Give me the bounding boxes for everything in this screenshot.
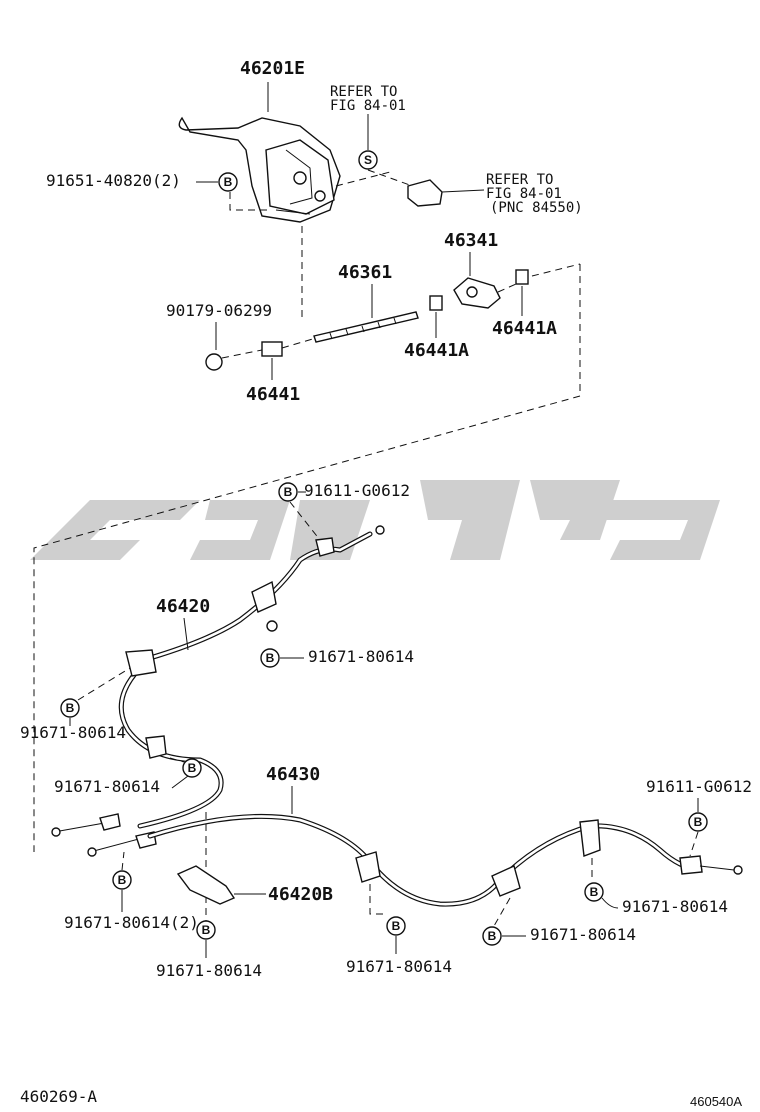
screw-badge: [358, 150, 378, 170]
bolt-badge-letter: B: [224, 175, 233, 189]
part-label: 46341: [444, 230, 498, 251]
part-label: 91671-80614: [156, 961, 262, 980]
refer-label: REFER TO: [486, 172, 553, 188]
refer-label: FIG 84-01: [330, 98, 406, 114]
bolt-badge-letter: B: [392, 919, 401, 933]
bolt-badge-letter: B: [284, 485, 293, 499]
part-label: 46420: [156, 596, 210, 617]
nut: [429, 295, 443, 311]
part-label: 46441A: [404, 340, 469, 361]
front-cable: [118, 525, 385, 829]
part-label: 46441: [246, 384, 300, 405]
nut: [261, 341, 283, 357]
part-label: 46201E: [240, 58, 305, 79]
lever-assembly: [178, 116, 341, 223]
bolt-badge: [112, 870, 132, 890]
part-label: 91651-40820(2): [46, 171, 181, 190]
part-label: 91671-80614: [530, 925, 636, 944]
refer-label: REFER TO: [330, 84, 397, 100]
bolt-badge-letter: B: [266, 651, 275, 665]
part-label: 91671-80614: [20, 723, 126, 742]
bolt-badge-letter: B: [694, 815, 703, 829]
footer-code-left: 460269-A: [20, 1087, 97, 1106]
part-label: 91671-80614(2): [64, 913, 199, 932]
part-label: 91611-G0612: [304, 481, 410, 500]
bolt-badge: [260, 648, 280, 668]
bolt-badge: [688, 812, 708, 832]
rod: [313, 311, 419, 343]
part-label: 91671-80614: [622, 897, 728, 916]
part-label: 46361: [338, 262, 392, 283]
bolt-badge-letter: B: [590, 885, 599, 899]
bolt-badge: [182, 758, 202, 778]
bolt-badge: [60, 698, 80, 718]
watermark-logo: [30, 480, 720, 560]
nut: [205, 353, 223, 371]
part-label: 46430: [266, 764, 320, 785]
screw-badge-letter: S: [364, 153, 372, 167]
bolt-badge: [584, 882, 604, 902]
part-label: 91671-80614: [346, 957, 452, 976]
cable-ends: [51, 813, 157, 857]
bolt-badge-letter: B: [488, 929, 497, 943]
bolt-badge-letter: B: [188, 761, 197, 775]
footer-code-right: 460540A: [690, 1094, 742, 1109]
bracket: [176, 865, 236, 905]
bolt-badge-letter: B: [202, 923, 211, 937]
rear-cable: [147, 813, 743, 907]
part-label: 91671-80614: [54, 777, 160, 796]
bolt-badge-letter: B: [118, 873, 127, 887]
bolt-badge-letter: B: [66, 701, 75, 715]
part-label: 46420B: [268, 884, 333, 905]
nut: [515, 269, 529, 285]
part-label: 91671-80614: [308, 647, 414, 666]
bolt-badge: [218, 172, 238, 192]
part-label: 91611-G0612: [646, 777, 752, 796]
bolt-badge: [386, 916, 406, 936]
part-label: 90179-06299: [166, 301, 272, 320]
bolt-badge: [278, 482, 298, 502]
bolt-badge: [196, 920, 216, 940]
refer-label: (PNC 84550): [490, 200, 583, 216]
part-label: 46441A: [492, 318, 557, 339]
refer-label: FIG 84-01: [486, 186, 562, 202]
bolt-badge: [482, 926, 502, 946]
